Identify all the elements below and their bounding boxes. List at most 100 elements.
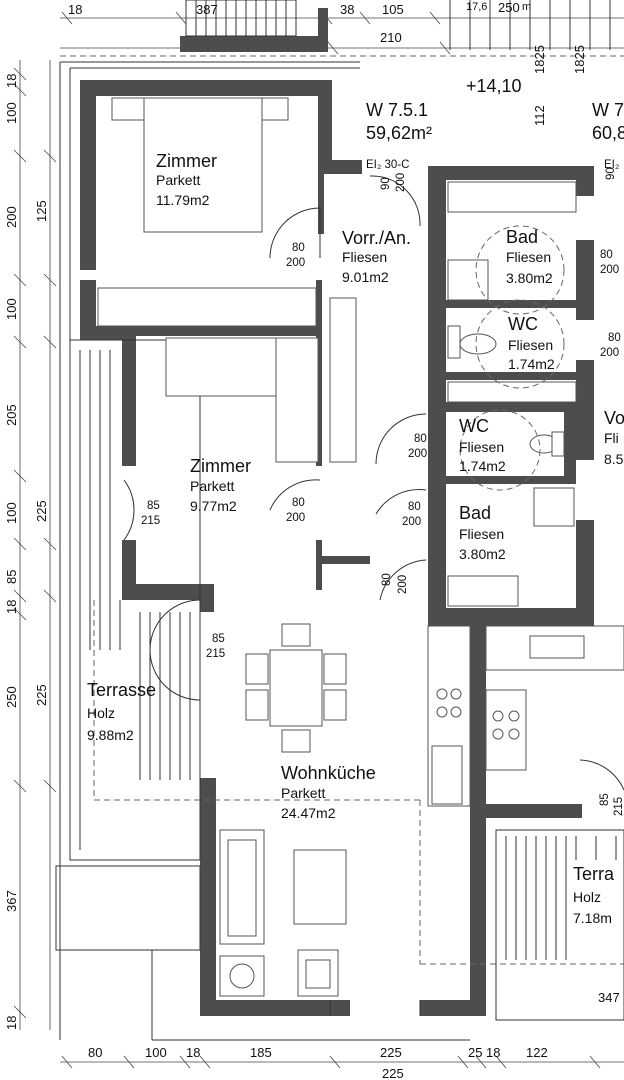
dim-label: m [522, 1, 531, 13]
room-floor: Fli [604, 430, 619, 446]
fire-door-label: EI₂ 30-C [366, 159, 409, 171]
room-bad-1: Bad Fliesen 3.80m2 [506, 227, 553, 286]
unit-w7-next: W 7 60,8 [592, 100, 624, 143]
room-area: 9.77m2 [190, 498, 237, 514]
dim-label: 100 [4, 298, 19, 320]
door-width: 80 [292, 242, 305, 254]
unit-w751: W 7.5.1 59,62m² [366, 100, 432, 143]
room-terrasse-1: Terrasse Holz 9.88m2 [87, 680, 156, 743]
room-terrasse-2: Terra Holz 7.18m [573, 864, 615, 926]
door-height: 200 [395, 173, 407, 192]
room-floor: Fliesen [342, 249, 387, 265]
room-area: 3.80m2 [459, 546, 506, 562]
door-height: 200 [397, 575, 409, 594]
dim-label: 347 [598, 990, 620, 1005]
room-vorraum: Vorr./An. Fliesen 9.01m2 [342, 228, 411, 285]
room-name: WC [508, 314, 538, 334]
room-area: 24.47m2 [281, 805, 336, 821]
room-name: Wohnküche [281, 763, 376, 783]
room-area: 8.5 [604, 451, 624, 467]
door-height: 200 [600, 264, 619, 276]
door-height: 200 [600, 347, 619, 359]
dim-label: 387 [196, 2, 218, 17]
room-name: Vo [604, 408, 624, 428]
dim-label: 17,6 [466, 1, 487, 13]
fire-door-label-right: EI₂ [604, 159, 619, 171]
room-zimmer-2: Zimmer Parkett 9.77m2 [190, 456, 251, 514]
room-area: 1.74m2 [459, 458, 506, 474]
doors [123, 175, 624, 791]
dim-label: 1825 [532, 45, 547, 74]
dim-label: 225 [380, 1045, 402, 1060]
dim-label: 112 [532, 105, 547, 126]
dim-label: 38 [340, 2, 354, 17]
door-height: 215 [613, 797, 624, 816]
room-floor: Holz [87, 705, 115, 721]
room-floor: Parkett [281, 785, 325, 801]
dim-label: 18 [4, 74, 19, 88]
room-zimmer-1: Zimmer Parkett 11.79m2 [156, 151, 217, 208]
dim-label: 100 [4, 102, 19, 124]
door-width: 80 [608, 332, 621, 344]
door-height: 215 [206, 648, 225, 660]
door-width: 85 [147, 500, 160, 512]
dims-left: 18 100 200 100 205 100 85 18 250 367 18 … [4, 74, 49, 1030]
room-floor: Fliesen [459, 439, 504, 455]
room-name: Terrasse [87, 680, 156, 700]
door-height: 200 [408, 448, 427, 460]
room-bad-2: Bad Fliesen 3.80m2 [459, 503, 506, 562]
unit-area: 60,8 [592, 123, 624, 143]
door-width: 85 [599, 793, 611, 806]
room-neighbor: Vo Fli 8.5 [604, 408, 624, 467]
room-floor: Fliesen [508, 337, 553, 353]
door-height: 200 [286, 512, 305, 524]
door-height: 215 [141, 515, 160, 527]
door-width: 80 [600, 249, 613, 261]
top-exterior [59, 0, 624, 1040]
dim-label: 25 [468, 1045, 482, 1060]
dim-label: 250 [498, 0, 520, 15]
room-name: Zimmer [190, 456, 251, 476]
room-wc-2: WC Fliesen 1.74m2 [459, 416, 506, 474]
door-width: 85 [212, 633, 225, 645]
unit-area: 59,62m² [366, 123, 432, 143]
room-area: 11.79m2 [156, 192, 210, 208]
room-floor: Holz [573, 889, 601, 905]
room-wohnkueche: Wohnküche Parkett 24.47m2 [281, 763, 376, 821]
dim-label: 18 [486, 1045, 500, 1060]
unit-label: W 7.5.1 [366, 100, 428, 120]
room-name: Zimmer [156, 151, 217, 171]
dim-label: 80 [88, 1045, 102, 1060]
dim-label: 100 [4, 502, 19, 524]
dim-label: 225 [34, 684, 49, 706]
dim-label: 205 [4, 404, 19, 426]
dimension-lines [13, 11, 624, 1069]
room-area: 9.88m2 [87, 727, 134, 743]
door-height: 200 [402, 516, 421, 528]
walls [80, 80, 594, 1016]
dim-label: 100 [145, 1045, 167, 1060]
room-floor: Parkett [156, 172, 200, 188]
room-name: Bad [459, 503, 491, 523]
door-width: 90 [380, 177, 392, 190]
room-area: 3.80m2 [506, 270, 553, 286]
dim-label: 18 [186, 1045, 200, 1060]
dims-top: 18 387 38 105 17,6 250 m 210 1825 1825 1… [68, 0, 587, 126]
room-name: Vorr./An. [342, 228, 411, 248]
room-name: Bad [506, 227, 538, 247]
dim-label: 225 [34, 500, 49, 522]
terrace-2-decking [495, 829, 624, 1021]
room-name: Terra [573, 864, 615, 884]
dim-label: 225 [382, 1066, 404, 1080]
dims-bottom: 80 100 18 185 225 25 18 122 225 347 [88, 990, 620, 1080]
unit-label: W 7 [592, 100, 624, 120]
dim-label: 18 [4, 600, 19, 614]
door-width: 80 [408, 501, 421, 513]
dim-label: 1825 [572, 45, 587, 74]
dim-label: 185 [250, 1045, 272, 1060]
dim-label: 85 [4, 570, 19, 584]
room-area: 1.74m2 [508, 356, 555, 372]
dim-label: 200 [4, 206, 19, 228]
dim-label: 105 [382, 2, 404, 17]
